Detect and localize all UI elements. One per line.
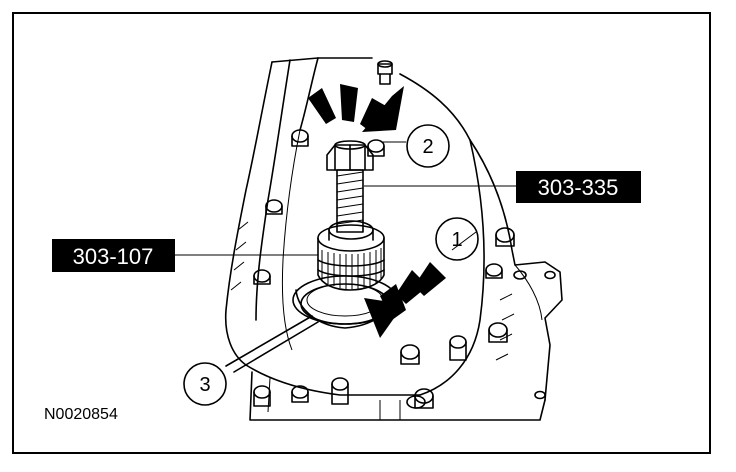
- leader-item-1: [451, 231, 477, 251]
- bolt: [406, 395, 426, 409]
- diagram-border: [12, 12, 711, 454]
- bolt: [331, 377, 349, 405]
- svg-text:3: 3: [199, 374, 210, 396]
- svg-text:2: 2: [422, 136, 433, 158]
- rotation-arrow-top: [308, 84, 404, 132]
- bolt: [265, 199, 283, 215]
- bolt: [291, 129, 309, 147]
- bolt: [367, 139, 385, 157]
- bolt: [495, 227, 515, 247]
- leader-item-3: [225, 315, 319, 373]
- bolt: [400, 344, 420, 365]
- marker-2: 2: [406, 124, 450, 168]
- bolt: [488, 322, 508, 343]
- svg-text:1: 1: [451, 229, 462, 251]
- marker-3: 3: [183, 362, 227, 406]
- bolt: [291, 385, 309, 403]
- bolt: [544, 270, 556, 280]
- tool-303-107: [317, 220, 385, 291]
- bolt: [253, 385, 271, 407]
- callout-303-107: 303-107: [52, 239, 175, 272]
- bolt: [534, 390, 546, 400]
- bolt: [253, 269, 271, 285]
- transmission-case: [224, 57, 563, 421]
- figure-id: N0020854: [44, 406, 118, 423]
- tool-303-335: [326, 140, 374, 233]
- svg-text:303-335: 303-335: [538, 175, 619, 200]
- rotation-arrow-bottom: [364, 262, 446, 338]
- bolt: [377, 60, 393, 85]
- svg-text:303-107: 303-107: [73, 244, 154, 269]
- case-bolts: [253, 60, 556, 409]
- bolt: [485, 263, 503, 279]
- callout-303-335: 303-335: [516, 171, 641, 203]
- bolt: [513, 270, 527, 280]
- marker-1: 1: [435, 217, 479, 261]
- bolt: [449, 335, 467, 361]
